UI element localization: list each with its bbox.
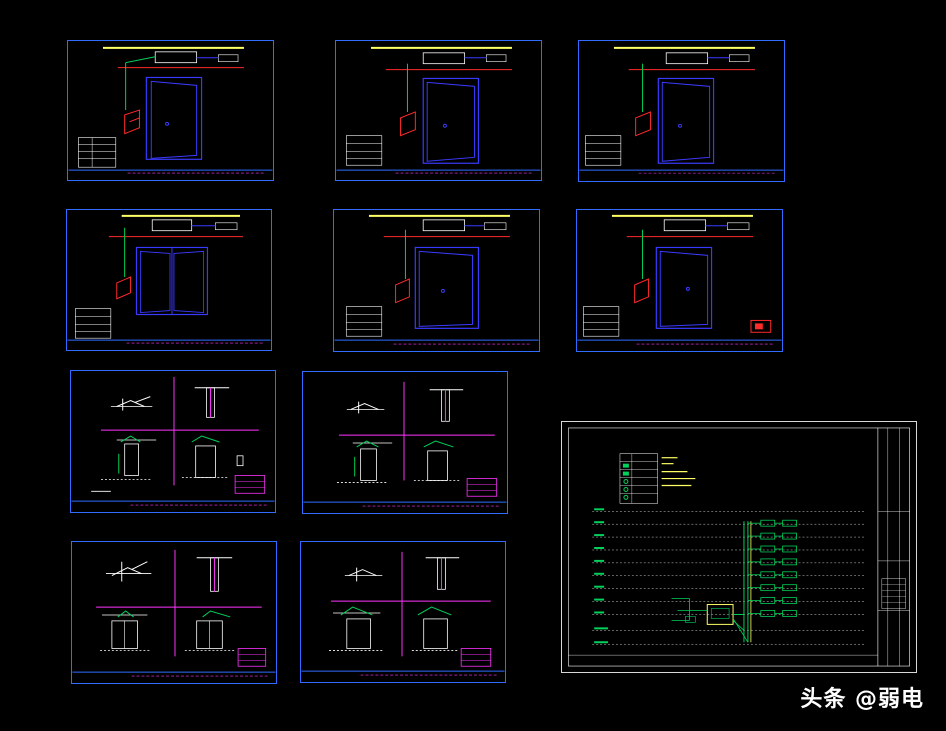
door-wiring-sheet-5 (333, 209, 540, 352)
installation-detail-sheet-3 (71, 541, 277, 684)
installation-detail-sheet-4 (300, 541, 506, 683)
watermark-text: 头条 @弱电 (800, 687, 924, 712)
door-wiring-drawing-2 (336, 46, 541, 174)
door-wiring-drawing-6 (577, 214, 782, 345)
door-wiring-sheet-6 (576, 209, 783, 352)
system-diagram-drawing (568, 427, 910, 667)
door-wiring-sheet-3 (578, 40, 785, 182)
door-wiring-drawing-4 (67, 214, 271, 344)
door-wiring-drawing-5 (334, 214, 539, 345)
door-wiring-sheet-2 (335, 40, 542, 181)
installation-detail-drawing-1 (71, 376, 275, 506)
door-wiring-drawing-1 (68, 46, 273, 174)
door-wiring-drawing-3 (579, 46, 784, 174)
installation-detail-drawing-4 (301, 551, 505, 676)
installation-detail-sheet-2 (302, 371, 508, 514)
door-wiring-sheet-1 (67, 40, 274, 181)
door-wiring-sheet-4 (66, 209, 272, 351)
installation-detail-drawing-2 (303, 381, 507, 507)
installation-detail-drawing-3 (72, 549, 276, 677)
installation-detail-sheet-1 (70, 370, 276, 513)
system-diagram-sheet (561, 421, 917, 673)
